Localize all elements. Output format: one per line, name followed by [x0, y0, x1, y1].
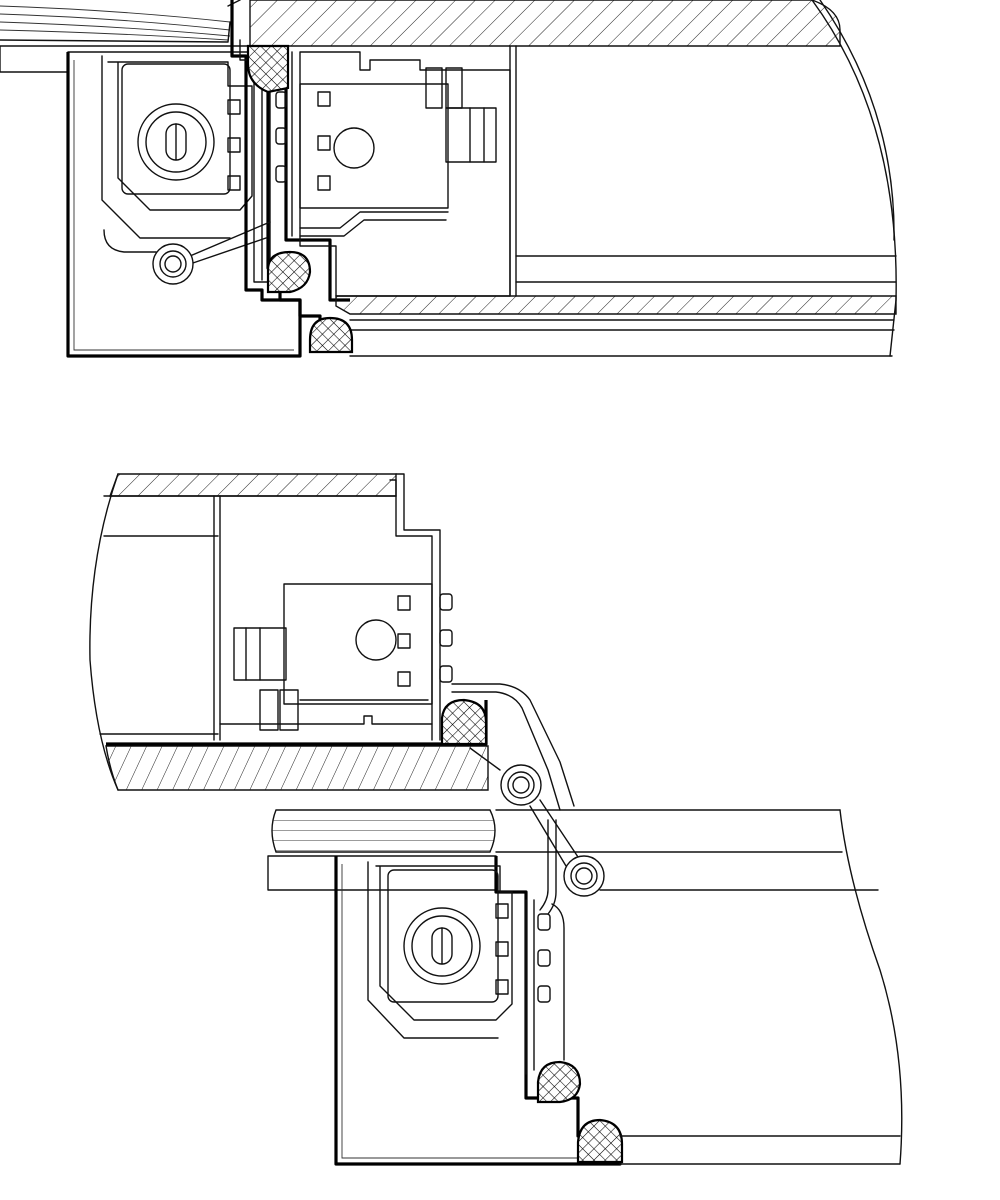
door-side-box — [299, 51, 511, 297]
adjustment-screw-icon-lower — [403, 907, 481, 985]
gasket-seal-open-mid — [536, 1060, 582, 1104]
hinge-base-plate — [101, 55, 231, 239]
frame-bottom-rail — [335, 295, 897, 315]
left-housing — [66, 52, 302, 358]
frame-wood-strip — [271, 809, 496, 853]
gasket-seal-icon — [246, 44, 354, 354]
door-curved-edge — [89, 473, 119, 791]
hinge-pivot-icon-lower — [563, 855, 605, 897]
hinge-pivot-icon — [500, 764, 542, 806]
wood-veneer-top — [0, 0, 241, 43]
hinge-cup-block — [121, 63, 231, 195]
hinge-cup-block-lower — [387, 869, 499, 1003]
center-step-profile — [230, 0, 322, 340]
adjustment-screw-icon — [137, 103, 215, 181]
door-block-open — [283, 583, 433, 705]
lower-top-plate — [267, 855, 497, 891]
gasket-seal-open-bottom — [576, 1118, 624, 1164]
plate-teeth — [227, 99, 241, 191]
door-side-block — [299, 83, 449, 209]
gasket-seal-open-upper — [440, 698, 488, 746]
threaded-bolt — [425, 67, 497, 163]
lower-housing — [334, 856, 622, 1166]
frame-curved-edge — [811, 0, 897, 357]
hinge-pivot-icon — [152, 243, 194, 285]
threaded-bolt-open — [233, 627, 299, 731]
frame-top-panel — [249, 0, 841, 47]
door-lower-rail — [105, 745, 489, 791]
door-top-panel — [109, 473, 397, 497]
view-closed — [0, 0, 897, 358]
view-open — [89, 473, 903, 1166]
plate-pins — [275, 91, 331, 191]
top-plate — [0, 45, 251, 73]
